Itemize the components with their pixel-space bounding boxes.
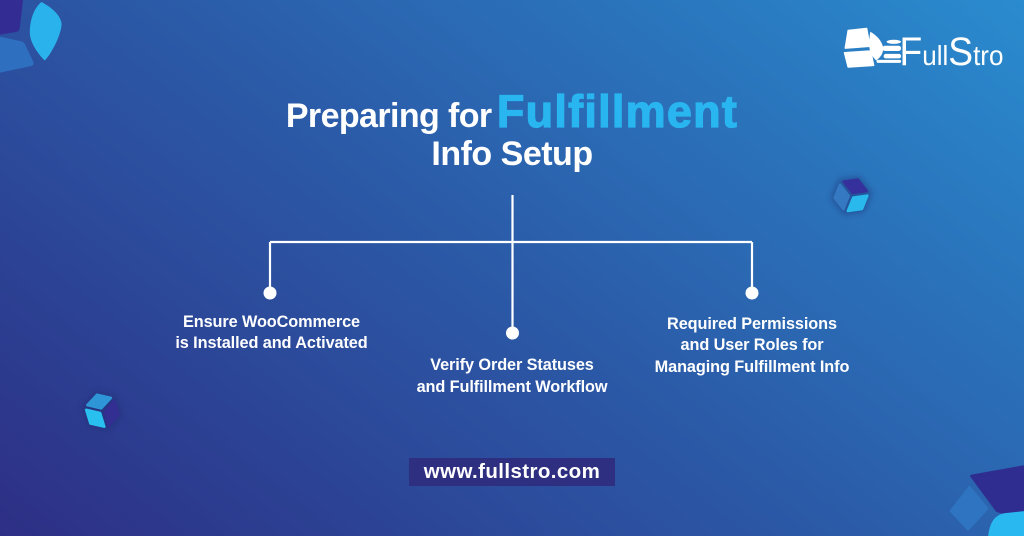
svg-text:FullStro: FullStro bbox=[900, 30, 1004, 75]
